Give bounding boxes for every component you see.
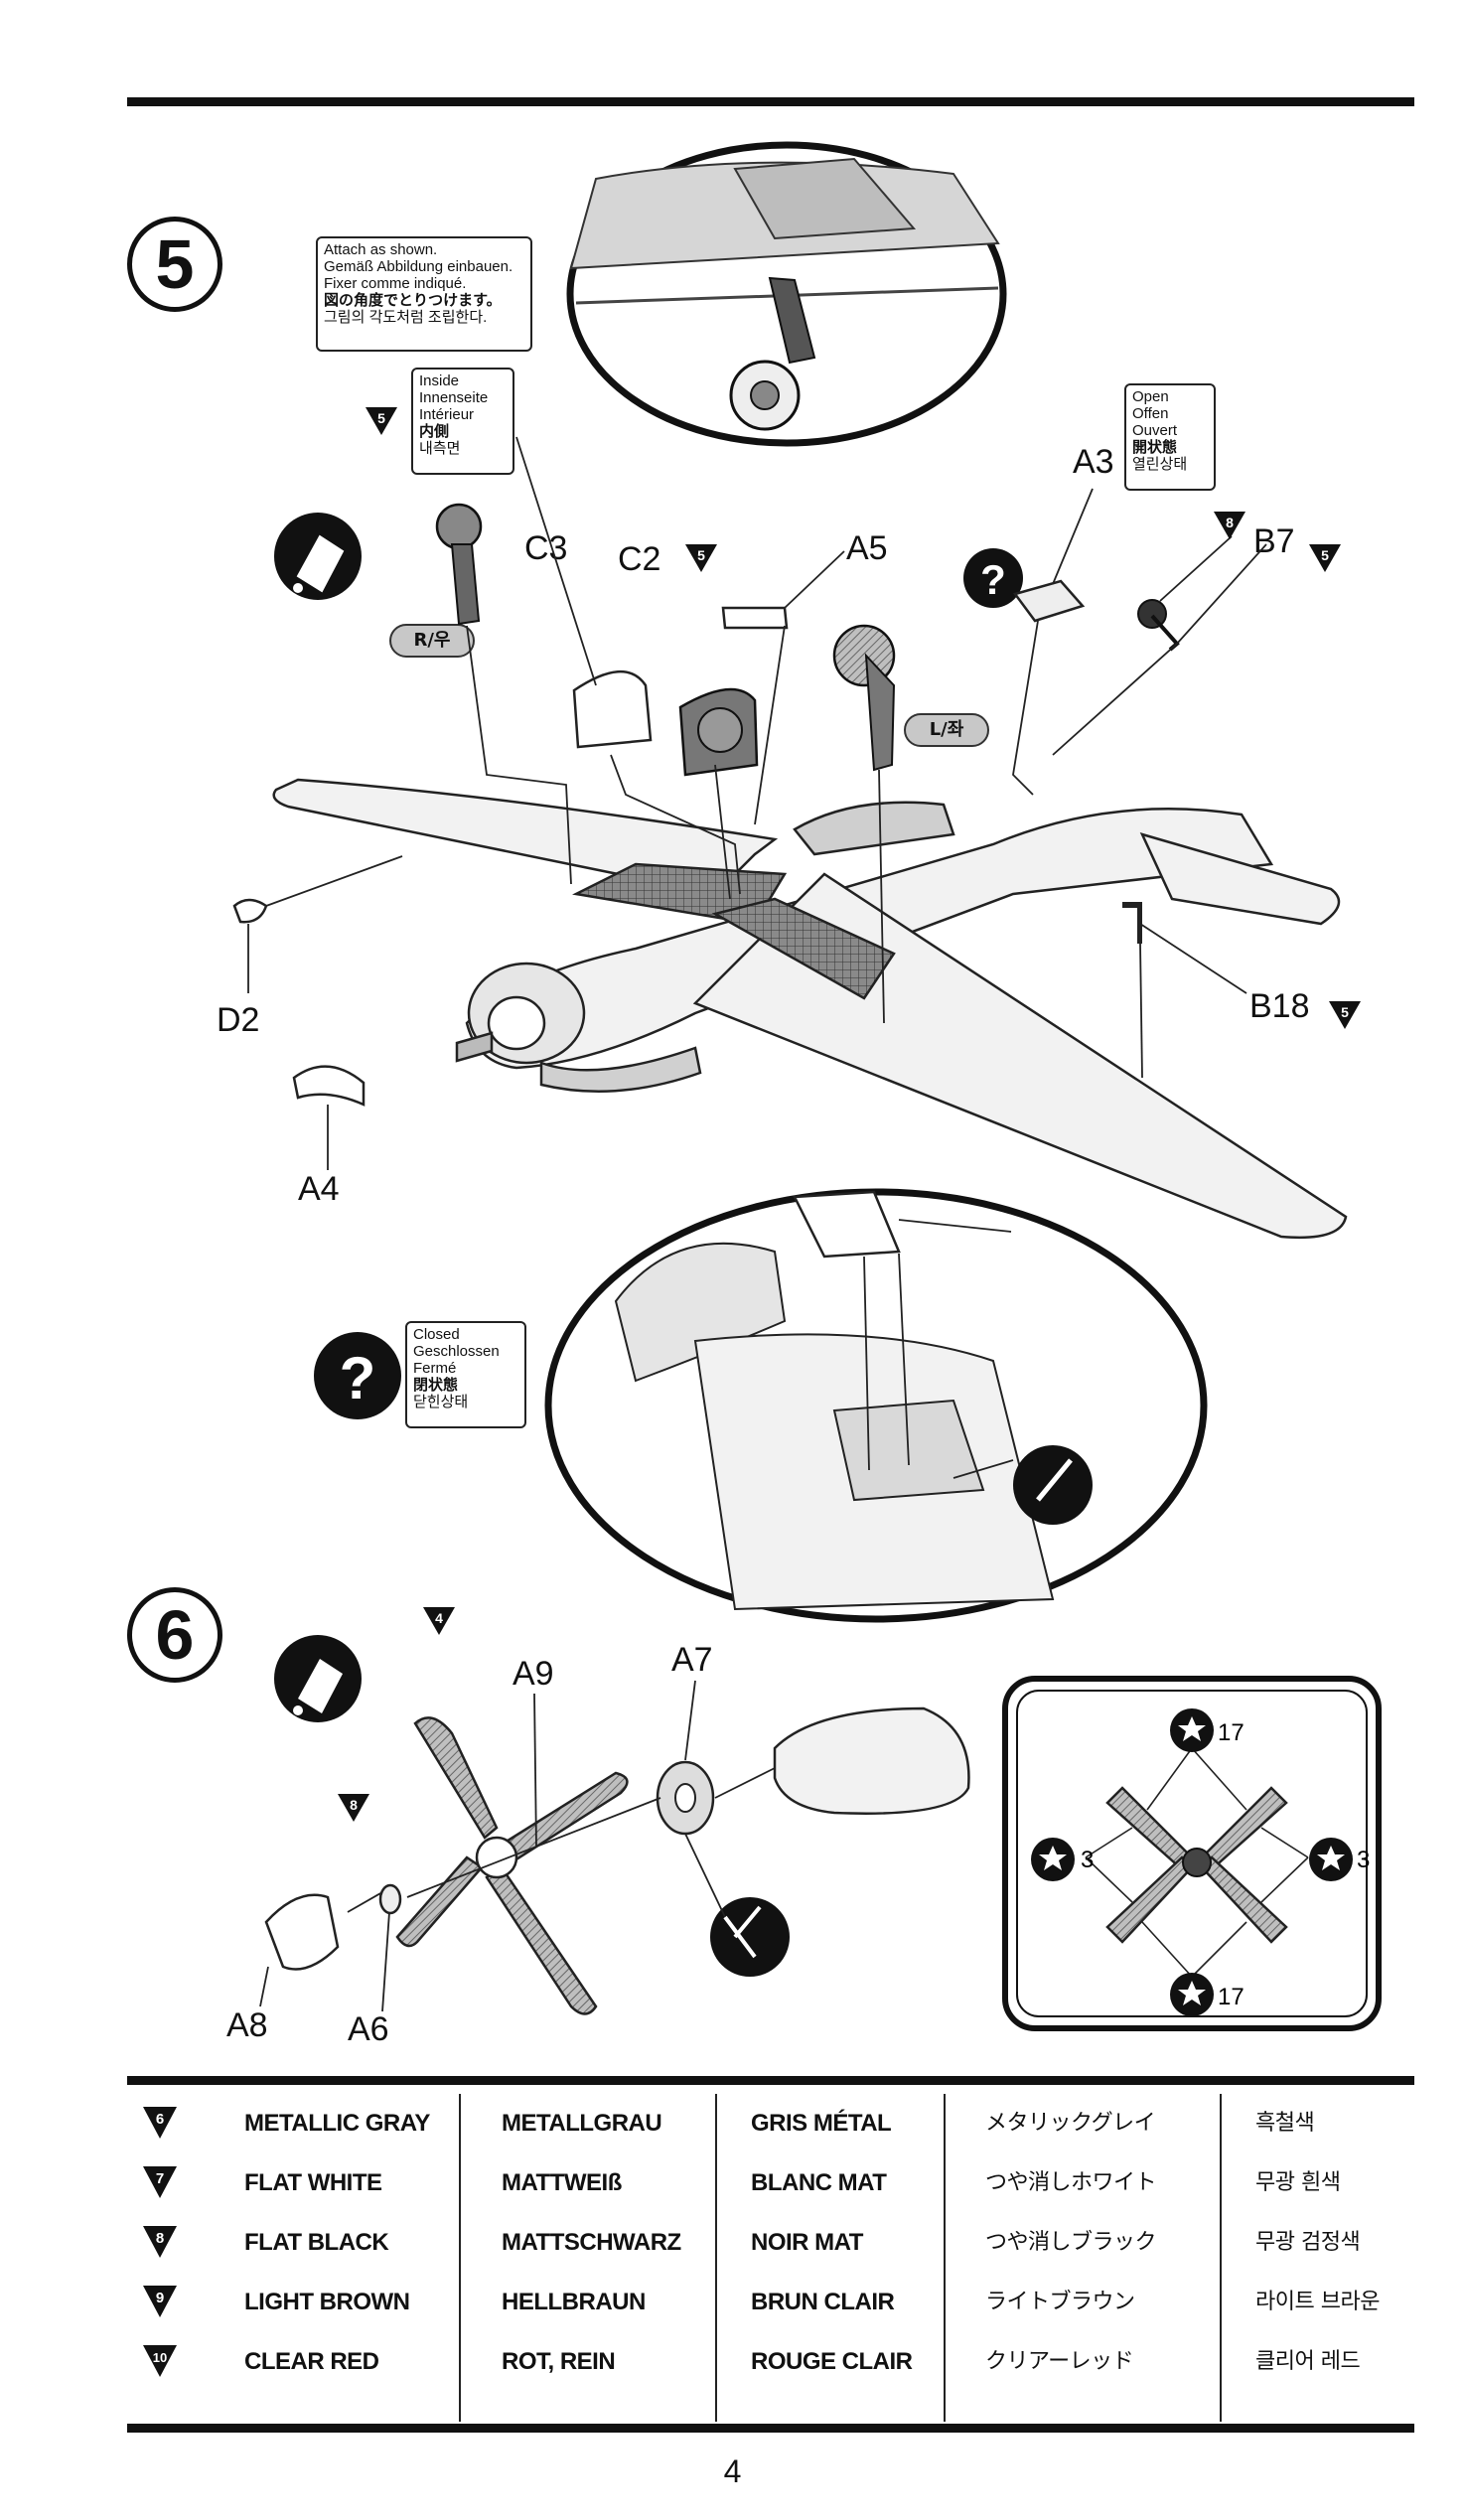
svg-text:10: 10 — [153, 2350, 167, 2365]
label-a7: A7 — [671, 1641, 713, 1679]
page-number: 4 — [723, 2453, 742, 2489]
svg-text:6: 6 — [156, 2111, 164, 2128]
glue-icon-step6 — [274, 1635, 362, 1722]
svg-text:8: 8 — [350, 1797, 358, 1813]
svg-text:5: 5 — [377, 410, 385, 426]
part-a4 — [292, 1065, 366, 1107]
svg-text:4: 4 — [435, 1610, 443, 1626]
part-c3 — [572, 670, 653, 749]
paint-ref-step6-left: 8 — [338, 1794, 369, 1822]
step-6-number: 6 — [127, 1587, 222, 1683]
part-b18 — [1122, 902, 1142, 944]
svg-text:7: 7 — [156, 2170, 164, 2187]
part-d2 — [232, 898, 268, 924]
paint-color-table: 6 METALLIC GRAY METALLGRAU GRIS MÉTAL メタ… — [129, 2094, 1414, 2422]
glue-icon — [274, 513, 362, 600]
gear-detail-circle — [566, 141, 1007, 447]
paint-code-6: 6 — [143, 2107, 177, 2139]
svg-text:5: 5 — [1341, 1004, 1349, 1020]
decal-number-right: 3 — [1357, 1847, 1370, 1873]
step-5-number: 5 — [127, 217, 222, 312]
pill-right-side: R/우 — [389, 624, 475, 658]
label-a5: A5 — [846, 529, 888, 567]
label-a6: A6 — [348, 2010, 389, 2048]
top-rule — [127, 97, 1414, 106]
label-a3-top: A3 — [1073, 443, 1114, 481]
engine-nose — [773, 1706, 970, 1815]
color-row-7: 7 FLAT WHITE MATTWEIß BLANC MAT つや消しホワイト… — [129, 2153, 1414, 2213]
decal-number-bottom: 17 — [1218, 1984, 1245, 2010]
color-row-10: 10 CLEAR RED ROT, REIN ROUGE CLAIR クリアーレ… — [129, 2332, 1414, 2392]
pill-left-side: L/좌 — [904, 713, 989, 747]
paint-ref-b7-right: 5 — [1309, 544, 1341, 572]
cockpit-detail-circle — [544, 1188, 1208, 1623]
paint-ref-b18: 5 — [1329, 1001, 1361, 1029]
leader-lines-step5 — [247, 436, 1267, 1170]
paint-code-8: 8 — [143, 2226, 177, 2258]
paint-ref-b7-left: 8 — [1214, 512, 1245, 539]
label-b18: B18 — [1249, 987, 1310, 1025]
svg-text:5: 5 — [1321, 547, 1329, 563]
svg-text:?: ? — [340, 1345, 376, 1411]
part-a6 — [378, 1883, 402, 1915]
paint-ref-step6-top: 4 — [423, 1607, 455, 1635]
label-a4: A4 — [298, 1170, 340, 1208]
label-c3: C3 — [524, 529, 568, 567]
decal-number-top: 17 — [1218, 1719, 1245, 1746]
color-row-8: 8 FLAT BLACK MATTSCHWARZ NOIR MAT つや消しブラ… — [129, 2213, 1414, 2273]
part-a3-top — [1012, 579, 1086, 623]
label-a8: A8 — [226, 2006, 268, 2044]
propeller-drawing — [395, 1716, 629, 2015]
paint-ref-c2: 5 — [685, 544, 717, 572]
label-d2: D2 — [217, 1001, 260, 1039]
paint-code-7: 7 — [143, 2166, 177, 2198]
attach-note: Attach as shown. Gemäß Abbildung einbaue… — [316, 236, 532, 352]
part-gear-right — [435, 503, 483, 626]
color-row-6: 6 METALLIC GRAY METALLGRAU GRIS MÉTAL メタ… — [129, 2094, 1414, 2153]
question-icon-top: ? — [963, 548, 1023, 608]
paint-ref-inside: 5 — [366, 407, 397, 435]
part-gear-left — [832, 624, 896, 772]
svg-text:8: 8 — [156, 2230, 164, 2247]
part-b7 — [1137, 599, 1180, 652]
closed-note: Closed Geschlossen Fermé 閉状態 닫힌상태 — [405, 1321, 526, 1428]
svg-text:5: 5 — [697, 547, 705, 563]
question-icon-bottom: ? — [314, 1332, 401, 1419]
svg-text:8: 8 — [1226, 515, 1234, 530]
table-top-rule — [127, 2076, 1414, 2085]
part-a5 — [721, 606, 789, 630]
inside-note: Inside Innenseite Intérieur 内側 내측면 — [411, 368, 514, 475]
leader-lines-step6 — [259, 1680, 776, 2012]
label-c2: C2 — [618, 540, 661, 578]
paint-code-10: 10 — [143, 2345, 177, 2377]
table-bottom-rule — [127, 2424, 1414, 2433]
paint-code-9: 9 — [143, 2286, 177, 2317]
color-row-9: 9 LIGHT BROWN HELLBRAUN BRUN CLAIR ライトブラ… — [129, 2273, 1414, 2332]
decal-detail-box: 17 3 3 17 — [1002, 1676, 1382, 2031]
part-a7 — [656, 1760, 715, 1836]
open-note: Open Offen Ouvert 開状態 열린상태 — [1124, 383, 1216, 491]
no-glue-icon — [710, 1897, 790, 1977]
label-a9: A9 — [513, 1655, 554, 1693]
svg-text:9: 9 — [156, 2290, 164, 2306]
label-b7: B7 — [1253, 522, 1295, 560]
svg-text:?: ? — [980, 556, 1006, 603]
aircraft-drawing — [272, 778, 1348, 1239]
decal-number-left: 3 — [1081, 1847, 1094, 1873]
part-a8 — [264, 1893, 340, 1971]
